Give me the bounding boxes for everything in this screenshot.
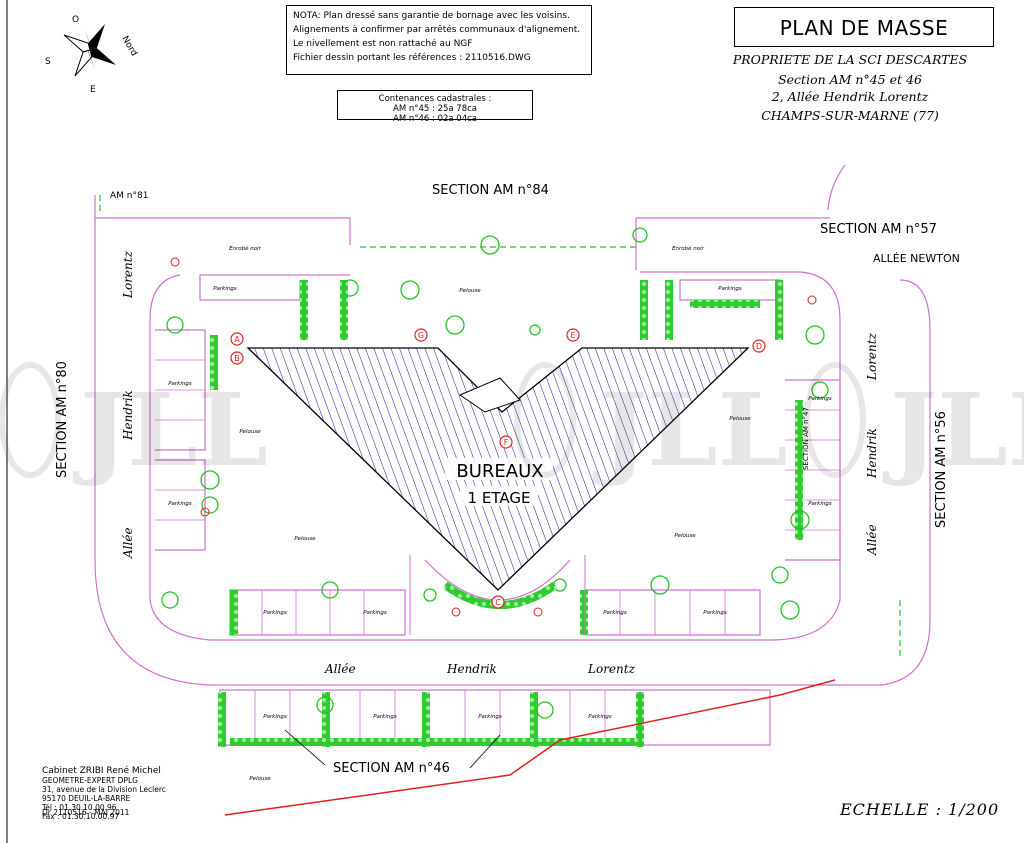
- hedges: [210, 280, 803, 747]
- nota-line: Alignements à confirmer par arrêtés comm…: [293, 25, 581, 35]
- cabinet-line: Cabinet ZRIBI René Michel: [42, 766, 161, 776]
- section-am80: SECTION AM n°80: [55, 361, 70, 478]
- point-f: F: [504, 438, 509, 447]
- cabinet-line: Fax : 01.30.10.00.97: [42, 812, 120, 821]
- parking-label: Parkings: [263, 714, 287, 720]
- point-c: C: [495, 598, 501, 607]
- section-am46: SECTION AM n°46: [333, 761, 450, 776]
- contenances-line: AM n°46 : 02a 04ca: [393, 114, 477, 124]
- parking-label: Parkings: [363, 610, 387, 616]
- surface-pelouse: Pelouse: [729, 416, 751, 422]
- cadastral-limit: [99, 195, 901, 660]
- drawing-reference: Dr 2110516 - MAI 2011: [42, 808, 130, 817]
- surface-pelouse: Pelouse: [249, 776, 271, 782]
- street-allee-left: Allée: [121, 527, 135, 559]
- street-hendrik-left: Hendrik: [121, 390, 135, 441]
- parking-label: Parkings: [168, 381, 192, 387]
- jll-watermark-text: JLL: [882, 371, 1024, 489]
- nota-box: NOTA: Plan dressé sans garantie de borna…: [286, 5, 592, 75]
- section-am84: SECTION AM n°84: [432, 183, 549, 198]
- street-lorentz-left: Lorentz: [121, 250, 135, 299]
- parking-label: Parkings: [168, 501, 192, 507]
- surface-pelouse: Pelouse: [674, 533, 696, 539]
- parking-stalls: [155, 359, 840, 745]
- survey-points: [230, 328, 766, 609]
- parking-label: Parkings: [603, 610, 627, 616]
- surface-pelouse: Pelouse: [239, 429, 261, 435]
- jll-watermark-text: JLL: [72, 371, 268, 489]
- contenances-line: AM n°45 : 25a 78ca: [393, 104, 477, 114]
- point-b: B: [234, 354, 240, 363]
- address-line: 2, Allée Hendrik Lorentz: [771, 89, 929, 104]
- parking-label: Parkings: [213, 286, 237, 292]
- red-boundary: [224, 679, 836, 816]
- contenances-title: Contenances cadastrales :: [378, 94, 492, 104]
- building-name: BUREAUX: [456, 461, 543, 482]
- compass-rose: [63, 24, 116, 77]
- parking-label: Parkings: [263, 610, 287, 616]
- cabinet-line: 31, avenue de la Division Leclerc: [42, 785, 166, 794]
- parking-label: Parkings: [478, 714, 502, 720]
- owner-line: PROPRIETE DE LA SCI DESCARTES: [732, 52, 968, 67]
- jll-watermark-text: JLL: [592, 371, 788, 489]
- plan-title: PLAN DE MASSE: [734, 7, 994, 47]
- street-allee-right: Allée: [865, 524, 879, 556]
- surface-enrobe: Enrobé noir: [672, 245, 705, 252]
- cabinet-line: GEOMETRE-EXPERT DPLG: [42, 776, 138, 785]
- parking-label: Parkings: [373, 714, 397, 720]
- city-line: CHAMPS-SUR-MARNE (77): [761, 108, 939, 123]
- section-am57: SECTION AM n°57: [820, 222, 937, 237]
- nota-line: NOTA: Plan dressé sans garantie de borna…: [293, 11, 570, 21]
- section-am47: SECTION AM n°47: [802, 407, 810, 470]
- nota-line: Le nivellement est non rattaché au NGF: [293, 39, 473, 49]
- compass-west: O: [72, 15, 79, 25]
- street-lorentz-h: Lorentz: [587, 662, 636, 676]
- trees: [161, 227, 829, 719]
- section-am56: SECTION AM n°56: [934, 411, 949, 528]
- allee-newton: ALLÉE NEWTON: [873, 252, 960, 265]
- parking-label: Parkings: [588, 714, 612, 720]
- street-allee-h: Allée: [324, 662, 356, 676]
- contenances-box: Contenances cadastrales : AM n°45 : 25a …: [337, 90, 533, 124]
- cabinet-line: Tél : 01.30.10.00.96: [42, 803, 117, 812]
- surface-pelouse: Pelouse: [294, 536, 316, 542]
- compass-north: Nord: [119, 35, 138, 59]
- light-posts: [170, 257, 817, 617]
- parking-label: Parkings: [808, 396, 832, 402]
- jll-watermark: [0, 362, 866, 478]
- point-g: G: [418, 331, 424, 340]
- scale-label: ECHELLE : 1/200: [840, 800, 1000, 819]
- cabinet-line: 95170 DEUIL-LA-BARRE: [42, 794, 131, 803]
- compass-south: S: [45, 57, 51, 67]
- section-am81: AM n°81: [110, 191, 148, 201]
- surface-pelouse: Pelouse: [459, 288, 481, 294]
- compass-east: E: [90, 85, 96, 95]
- street-hendrik-h: Hendrik: [446, 662, 497, 676]
- cabinet-block: Cabinet ZRIBI René Michel GEOMETRE-EXPER…: [42, 766, 166, 822]
- parking-label: Parkings: [703, 610, 727, 616]
- section-line: Section AM n°45 et 46: [778, 72, 922, 87]
- street-lorentz-right: Lorentz: [865, 332, 879, 381]
- surface-enrobe: Enrobé noir: [229, 245, 262, 252]
- point-e: E: [570, 331, 575, 340]
- building-floors: 1 ETAGE: [468, 489, 531, 507]
- point-d: D: [756, 342, 762, 351]
- street-hendrik-right: Hendrik: [865, 428, 879, 479]
- parking-label: Parkings: [718, 286, 742, 292]
- nota-line: Fichier dessin portant les références : …: [293, 53, 531, 63]
- parking-label: Parkings: [808, 501, 832, 507]
- point-a: A: [234, 335, 240, 344]
